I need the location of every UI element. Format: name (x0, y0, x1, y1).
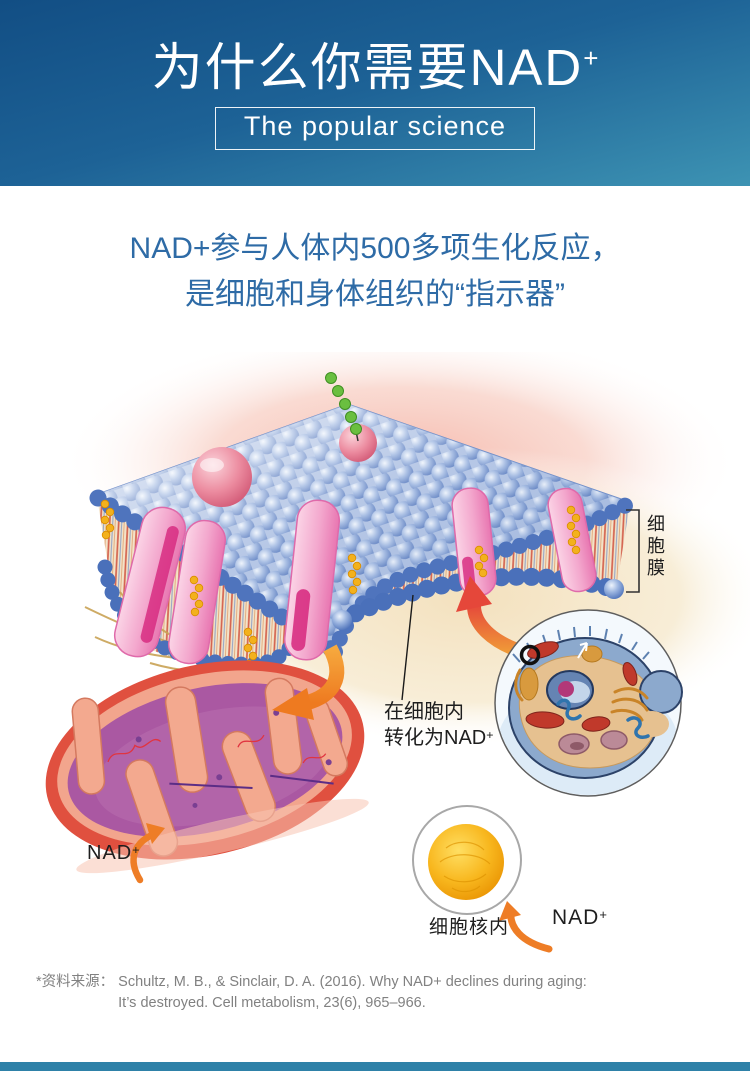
sphere-accent (604, 579, 624, 599)
header-banner: 为什么你需要NAD+ The popular science (0, 0, 750, 186)
tagline-text: The popular science (243, 111, 507, 141)
page-title: 为什么你需要NAD+ (0, 28, 750, 98)
convert-label: 在细胞内 转化为NAD+ (384, 701, 493, 750)
nucleus-label: 细胞核内 (429, 917, 510, 938)
membrane-bracket (626, 509, 640, 593)
magnifier-ring (519, 644, 541, 666)
orange-arrow-nad-right (499, 901, 553, 953)
citation-line2: It’s destroyed. Cell metabolism, 23(6), … (118, 995, 426, 1011)
white-arrow (577, 642, 588, 659)
nad-label-left: NAD+ (87, 842, 141, 864)
nucleus-sphere-illustration (412, 805, 522, 915)
bottom-divider-bar (0, 1062, 750, 1071)
orange-arrow-to-mitochondrion (272, 644, 345, 720)
page-title-text: 为什么你需要NAD (151, 39, 584, 96)
convert-label-line1: 在细胞内 (384, 701, 464, 723)
citation-line1: Schultz, M. B., & Sinclair, D. A. (2016)… (118, 974, 587, 990)
orange-arrow-nad-left (130, 823, 165, 884)
sphere-accent (332, 610, 352, 630)
glycoprotein-sphere-small (339, 424, 377, 462)
source-citation: *资料来源： Schultz, M. B., & Sinclair, D. A.… (36, 972, 587, 1014)
membrane-label: 细胞膜 (645, 514, 665, 580)
page-title-sup: + (583, 43, 599, 73)
glycoprotein-sphere (192, 447, 252, 507)
intro-line2: 是细胞和身体组织的“指示器” (185, 278, 565, 311)
intro-line1: NAD+参与人体内500多项生化反应， (129, 232, 621, 265)
mitochondrion-illustration (45, 660, 369, 874)
pointer-line (401, 594, 414, 701)
protein-channels (113, 487, 597, 665)
citation-body: Schultz, M. B., & Sinclair, D. A. (2016)… (118, 972, 587, 1014)
citation-prefix: *资料来源： (36, 974, 115, 990)
nad-label-right: NAD+ (552, 906, 608, 929)
intro-paragraph: NAD+参与人体内500多项生化反应， 是细胞和身体组织的“指示器” (0, 226, 750, 318)
cell-membrane-illustration (45, 352, 750, 953)
tagline-box: The popular science (214, 107, 536, 150)
convert-label-line2: 转化为NAD+ (384, 727, 494, 749)
cell-cross-section-illustration (494, 609, 683, 797)
glycoprotein-highlight (200, 458, 224, 472)
green-sugar-chain (325, 372, 362, 442)
